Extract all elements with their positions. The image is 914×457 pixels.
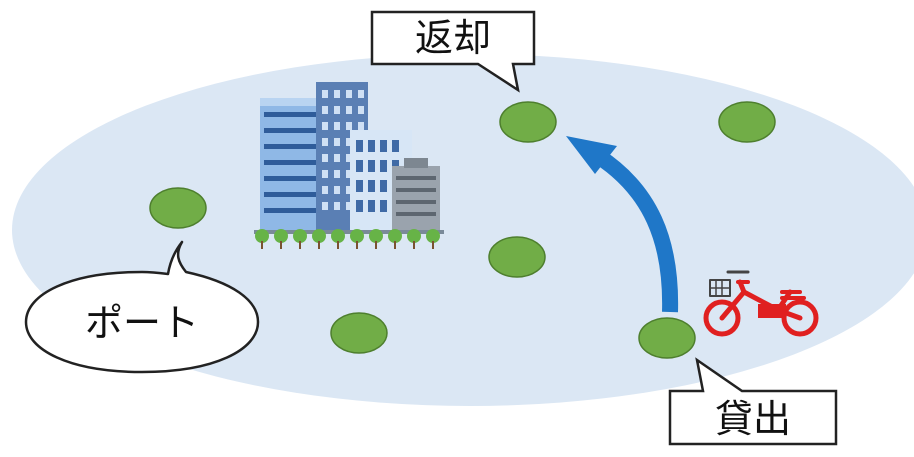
return-label: 返却: [415, 16, 491, 60]
port: [499, 101, 557, 143]
bicycle-icon: [703, 270, 819, 337]
port-bubble: ポート: [24, 240, 260, 374]
return-callout: 返却: [370, 10, 536, 93]
port: [149, 187, 207, 229]
port: [718, 101, 776, 143]
port: [488, 236, 546, 278]
rental-callout: 貸出: [668, 357, 838, 446]
port: [330, 312, 388, 354]
port-label: ポート: [85, 301, 199, 345]
port-markers: [149, 101, 776, 359]
tree-row: [255, 229, 440, 249]
building-icon: [254, 82, 444, 249]
arrow-icon: [566, 136, 679, 313]
rental-label: 貸出: [715, 397, 791, 441]
port: [638, 317, 696, 359]
